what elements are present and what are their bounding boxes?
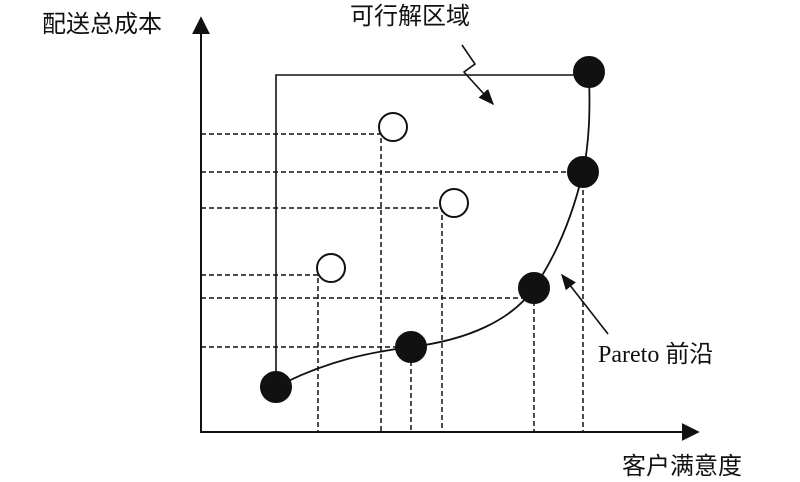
x-axis-label: 客户满意度	[622, 452, 742, 480]
pareto-front-arrow	[561, 273, 609, 335]
bounding-guide	[275, 74, 589, 387]
pareto-point	[395, 331, 427, 363]
pareto-front-label: Pareto 前沿	[598, 341, 713, 368]
pareto-point	[260, 371, 292, 403]
dominated-point	[378, 112, 408, 142]
dominated-point	[439, 188, 469, 218]
pareto-curve	[275, 74, 591, 388]
pareto-guides	[201, 171, 584, 432]
pareto-point	[518, 272, 550, 304]
feasible-region-label: 可行解区域	[350, 2, 470, 30]
dominated-point	[316, 253, 346, 283]
pareto-point	[573, 56, 605, 88]
pareto-point	[567, 156, 599, 188]
dominated-guides	[201, 133, 443, 432]
y-axis-label: 配送总成本	[42, 10, 162, 38]
feasible-region-arrow	[461, 44, 495, 106]
